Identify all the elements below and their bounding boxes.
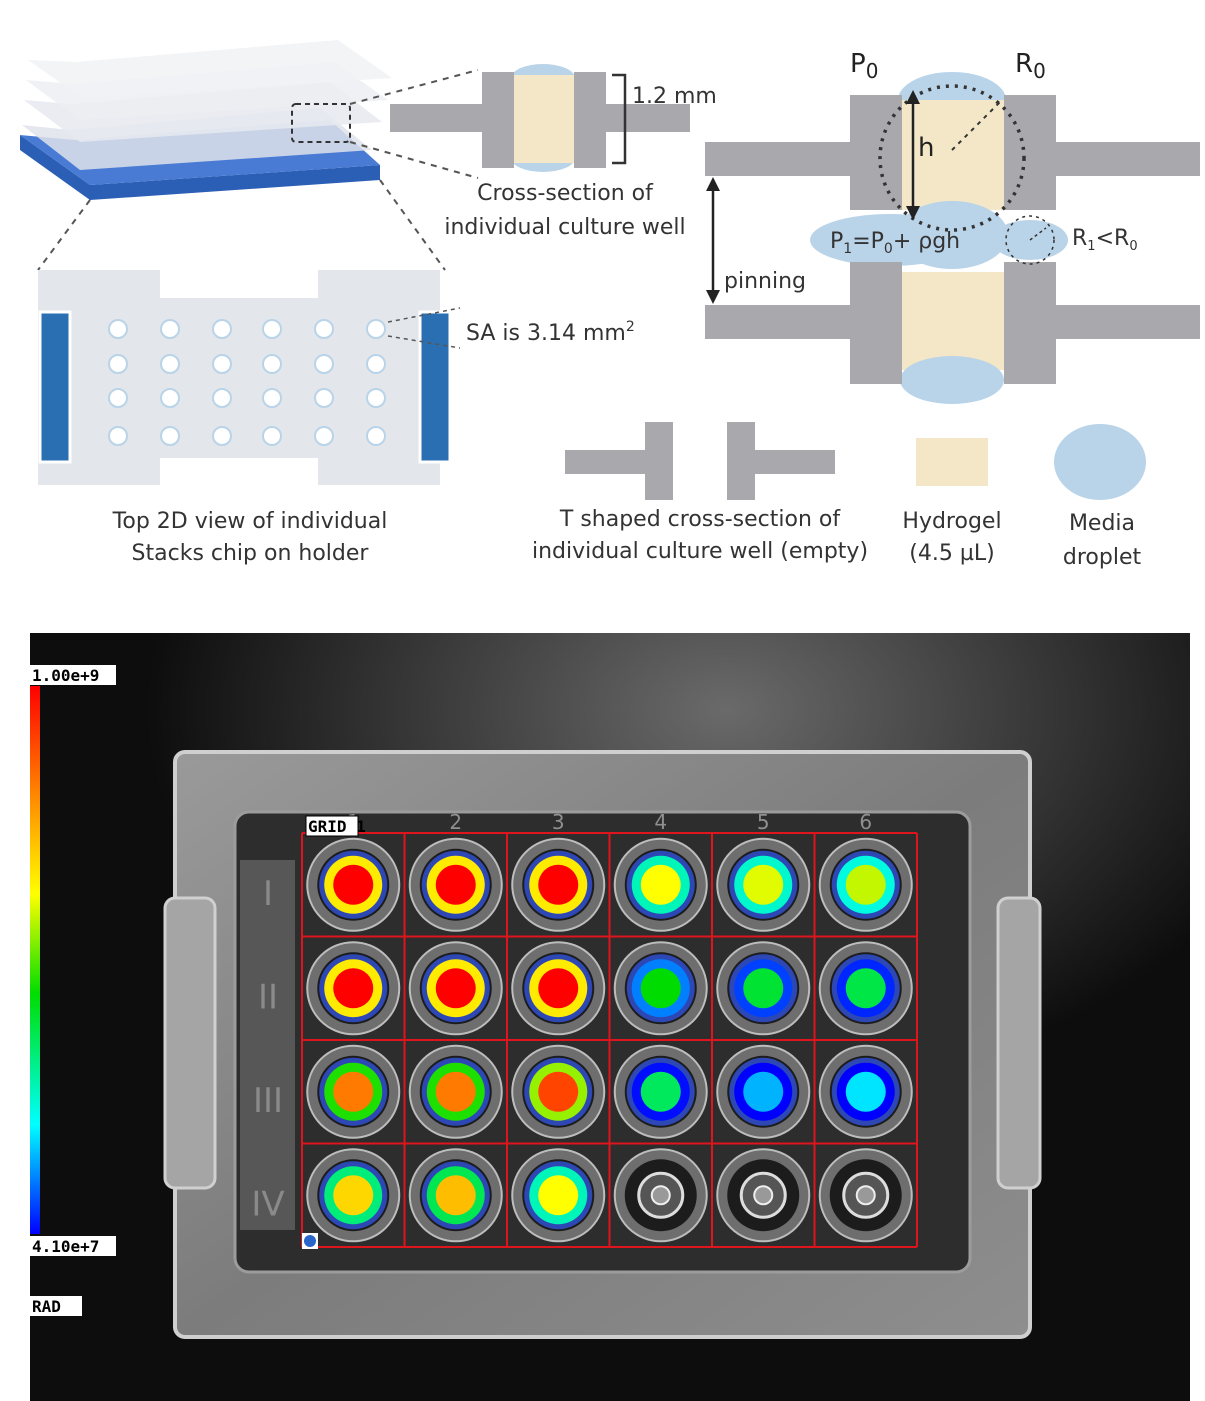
hydrogel-caption-line2: (4.5 µL) [909, 541, 994, 566]
pinning-diagram: h P0 R0 P1=P0+ ρgh R1<R0 pinning [705, 49, 1200, 404]
well-signal-r3-c5 [743, 1071, 784, 1112]
well-center-r4-c4 [650, 1185, 671, 1206]
scale-min-label: 4.10e+7 [32, 1237, 99, 1256]
well-signal-r3-c6 [845, 1071, 886, 1112]
well-signal-r4-c3 [538, 1175, 579, 1216]
well-signal-r1-c4 [640, 864, 681, 905]
media-caption-line1: Media [1069, 511, 1135, 536]
chip-top-view: SA is 3.14 mm2 Top 2D view of individual… [38, 270, 635, 566]
well-signal-r1-c3 [538, 864, 579, 905]
chip-dot-r3-c4 [262, 388, 282, 408]
chip-dot-r2-c4 [262, 354, 282, 374]
chip-dot-r4-c1 [108, 426, 128, 446]
well-signal-r3-c3 [538, 1071, 579, 1112]
color-scale: 1.00e+9 4.10e+7 RAD [30, 665, 116, 1316]
media-legend: Media droplet [1054, 424, 1146, 570]
media-caption-line2: droplet [1063, 545, 1142, 570]
pressure-label: P1=P0+ ρgh [830, 229, 960, 257]
chip-dot-r2-c6 [366, 354, 386, 374]
t-shape-caption-line1: T shaped cross-section of [559, 507, 841, 532]
t-shape-caption-line2: individual culture well (empty) [532, 539, 868, 564]
well-signal-r1-c2 [435, 864, 476, 905]
chip-dot-r1-c4 [262, 319, 282, 339]
well-signal-r1-c1 [333, 864, 374, 905]
well-signal-r3-c4 [640, 1071, 681, 1112]
pinning-label: pinning [724, 269, 806, 294]
top-diagram: SA is 3.14 mm2 Top 2D view of individual… [20, 40, 1200, 570]
well-grid [301, 832, 918, 1248]
well-center-r4-c6 [855, 1185, 876, 1206]
chip-dot-r4-c5 [314, 426, 334, 446]
hydrogel-caption-line1: Hydrogel [902, 509, 1001, 534]
well-signal-r2-c5 [743, 968, 784, 1009]
chip-dot-r3-c2 [160, 388, 180, 408]
chip-dot-r1-c2 [160, 319, 180, 339]
row-numeral-4: IV [251, 1185, 284, 1225]
surface-area-label: SA is 3.14 mm2 [466, 319, 635, 346]
grid-label: GRID 1 [308, 817, 366, 836]
chip-dot-r2-c3 [212, 354, 232, 374]
well-signal-r1-c5 [743, 864, 784, 905]
column-number-2: 2 [449, 810, 462, 834]
chip-dot-r3-c1 [108, 388, 128, 408]
row-numeral-1: I [263, 874, 273, 914]
radius-label: R1<R0 [1072, 226, 1138, 254]
chip-well-dots [108, 319, 386, 446]
chip-dot-r1-c6 [366, 319, 386, 339]
column-number-6: 6 [859, 810, 872, 834]
chip-dot-r4-c6 [366, 426, 386, 446]
chip-dot-r1-c5 [314, 319, 334, 339]
chip-dot-r1-c3 [212, 319, 232, 339]
chip-dot-r1-c1 [108, 319, 128, 339]
well-signal-r2-c1 [333, 968, 374, 1009]
chip-caption-line1: Top 2D view of individual [112, 509, 388, 534]
chip-dot-r2-c1 [108, 354, 128, 374]
scale-gradient-bar [30, 686, 40, 1234]
chip-dot-r3-c5 [314, 388, 334, 408]
chip-dot-r3-c3 [212, 388, 232, 408]
stacked-chip-illustration [20, 40, 479, 271]
legend-row: T shaped cross-section of individual cul… [532, 422, 1146, 570]
height-label: 1.2 mm [632, 84, 717, 109]
small-cross-section: 1.2 mm Cross-section of individual cultu… [390, 64, 717, 240]
well-signal-r2-c3 [538, 968, 579, 1009]
well-signal-r3-c2 [435, 1071, 476, 1112]
cross-section-caption-line2: individual culture well [444, 215, 685, 240]
column-number-3: 3 [552, 810, 565, 834]
well-signal-r4-c1 [333, 1175, 374, 1216]
well-center-r4-c5 [753, 1185, 774, 1206]
scale-unit-label: RAD [32, 1297, 61, 1316]
well-signal-r3-c1 [333, 1071, 374, 1112]
well-signal-r2-c6 [845, 968, 886, 1009]
chip-dot-r2-c2 [160, 354, 180, 374]
well-signal-r2-c4 [640, 968, 681, 1009]
chip-dot-r4-c3 [212, 426, 232, 446]
chip-dot-r4-c4 [262, 426, 282, 446]
column-number-5: 5 [757, 810, 770, 834]
scale-max-label: 1.00e+9 [32, 666, 99, 685]
chip-dot-r3-c6 [366, 388, 386, 408]
chip-dot-r4-c2 [160, 426, 180, 446]
well-signal-r2-c2 [435, 968, 476, 1009]
row-numeral-2: II [258, 978, 278, 1018]
column-number-4: 4 [654, 810, 667, 834]
row-numeral-3: III [253, 1081, 283, 1121]
column-numbers: 123456 [347, 810, 872, 834]
chip-caption-line2: Stacks chip on holder [132, 541, 370, 566]
p0-label: P0 [850, 49, 878, 83]
cross-section-caption-line1: Cross-section of [477, 181, 654, 206]
well-signal-r4-c2 [435, 1175, 476, 1216]
chip-dot-r2-c5 [314, 354, 334, 374]
t-shape-legend: T shaped cross-section of individual cul… [532, 422, 868, 564]
r0-label: R0 [1015, 49, 1046, 83]
well-signal-r1-c6 [845, 864, 886, 905]
height-h-label: h [918, 133, 934, 163]
hydrogel-legend: Hydrogel (4.5 µL) [902, 438, 1002, 566]
